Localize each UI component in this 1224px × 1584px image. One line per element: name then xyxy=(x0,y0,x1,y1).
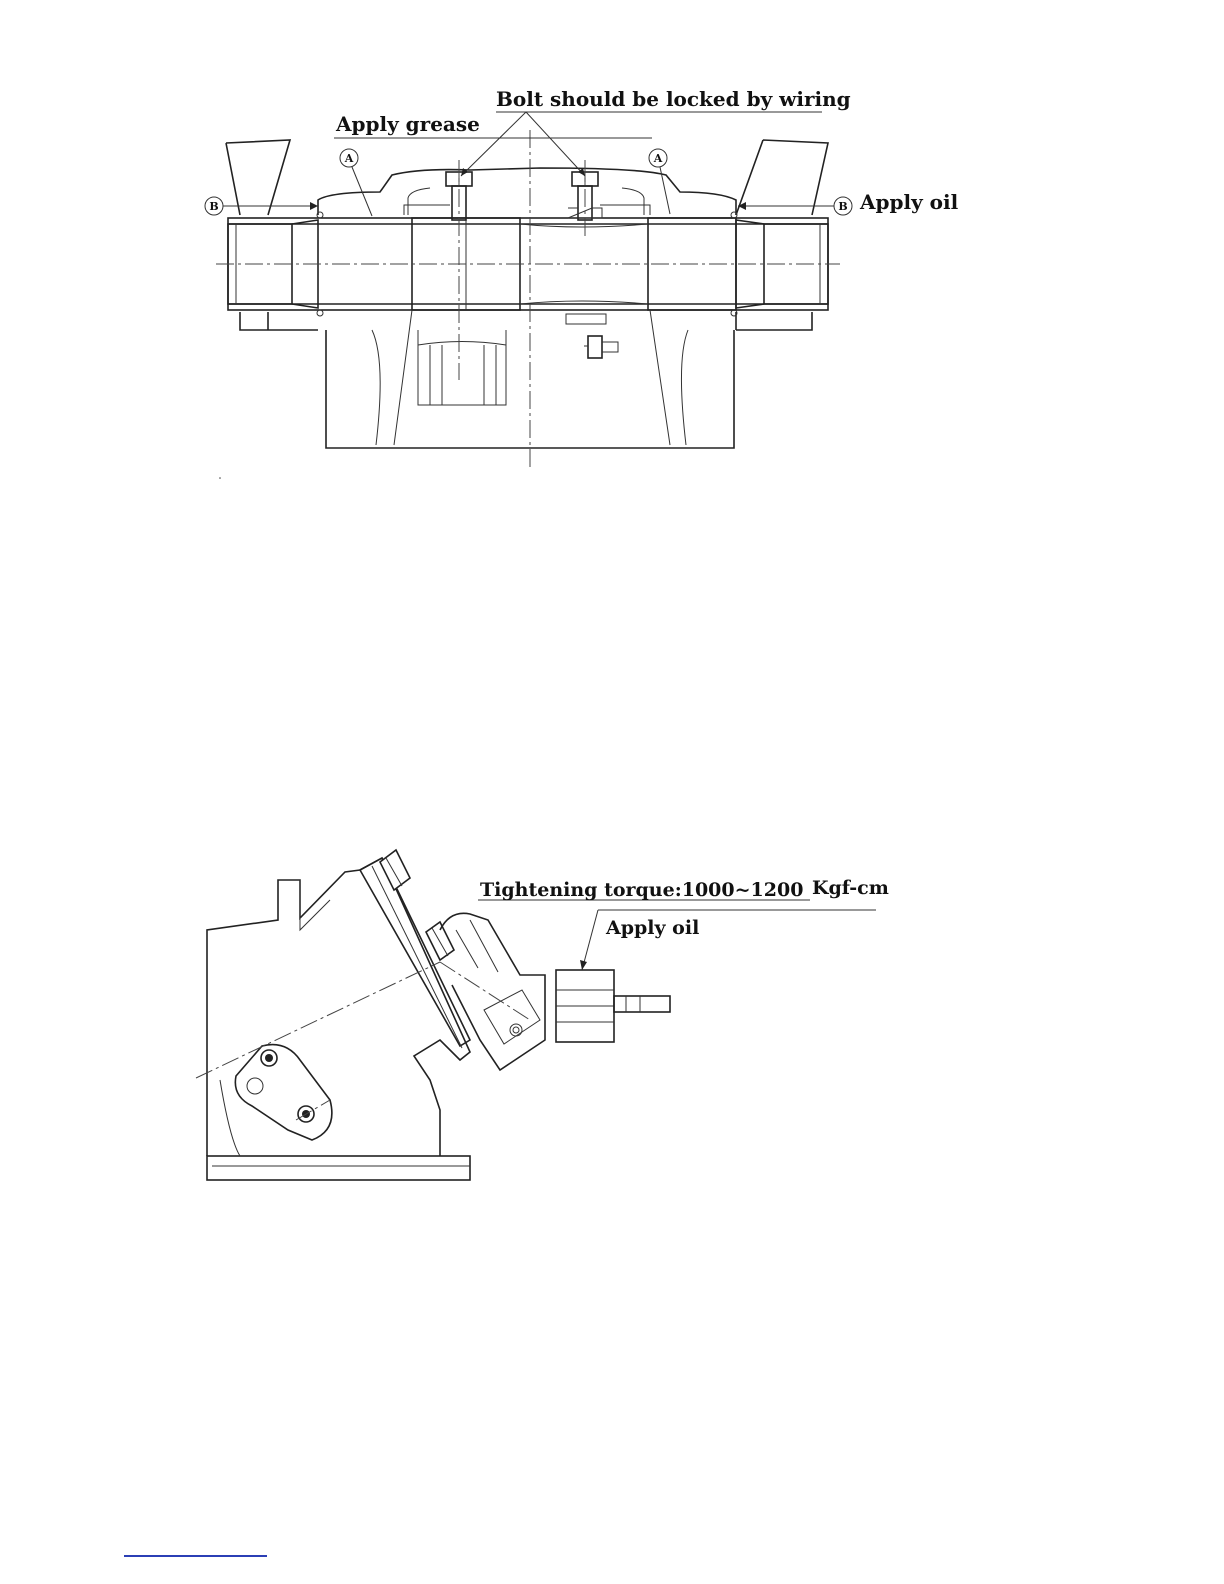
link-bracket xyxy=(440,913,545,1070)
housing-top xyxy=(318,168,736,215)
plate-hole-3 xyxy=(298,1106,314,1122)
base-plate xyxy=(207,1156,470,1180)
svg-text:B: B xyxy=(209,200,218,213)
apply-oil-label-2: Apply oil xyxy=(605,917,699,939)
bracket-body xyxy=(207,858,470,1156)
bolt-wiring-label: Bolt should be locked by wiring xyxy=(496,87,851,111)
tightening-torque-label: Tightening torque:1000~1200 xyxy=(480,879,803,901)
pivot-hole xyxy=(510,1024,522,1036)
left-arm xyxy=(226,140,290,215)
right-arm xyxy=(736,140,828,215)
torque-unit-label: Kgf-cm xyxy=(812,877,889,899)
svg-text:B: B xyxy=(838,200,847,213)
footer-rule xyxy=(124,1555,267,1557)
lower-bolt xyxy=(566,314,618,358)
plate-hole-2 xyxy=(247,1078,263,1094)
apply-grease-label: Apply grease xyxy=(335,112,480,136)
svg-text:A: A xyxy=(653,152,663,165)
svg-text:A: A xyxy=(344,152,354,165)
adjust-nut xyxy=(556,970,614,1042)
adjust-rod xyxy=(614,996,670,1012)
rail-middle-bolt xyxy=(426,922,454,960)
pin-assembly-diagram: Bolt should be locked by wiring Apply gr… xyxy=(0,0,1224,500)
plate-hole-1 xyxy=(261,1050,277,1066)
link-plate xyxy=(235,1045,332,1140)
apply-oil-label-1: Apply oil xyxy=(859,190,959,214)
rail-top-bolt xyxy=(380,850,410,890)
